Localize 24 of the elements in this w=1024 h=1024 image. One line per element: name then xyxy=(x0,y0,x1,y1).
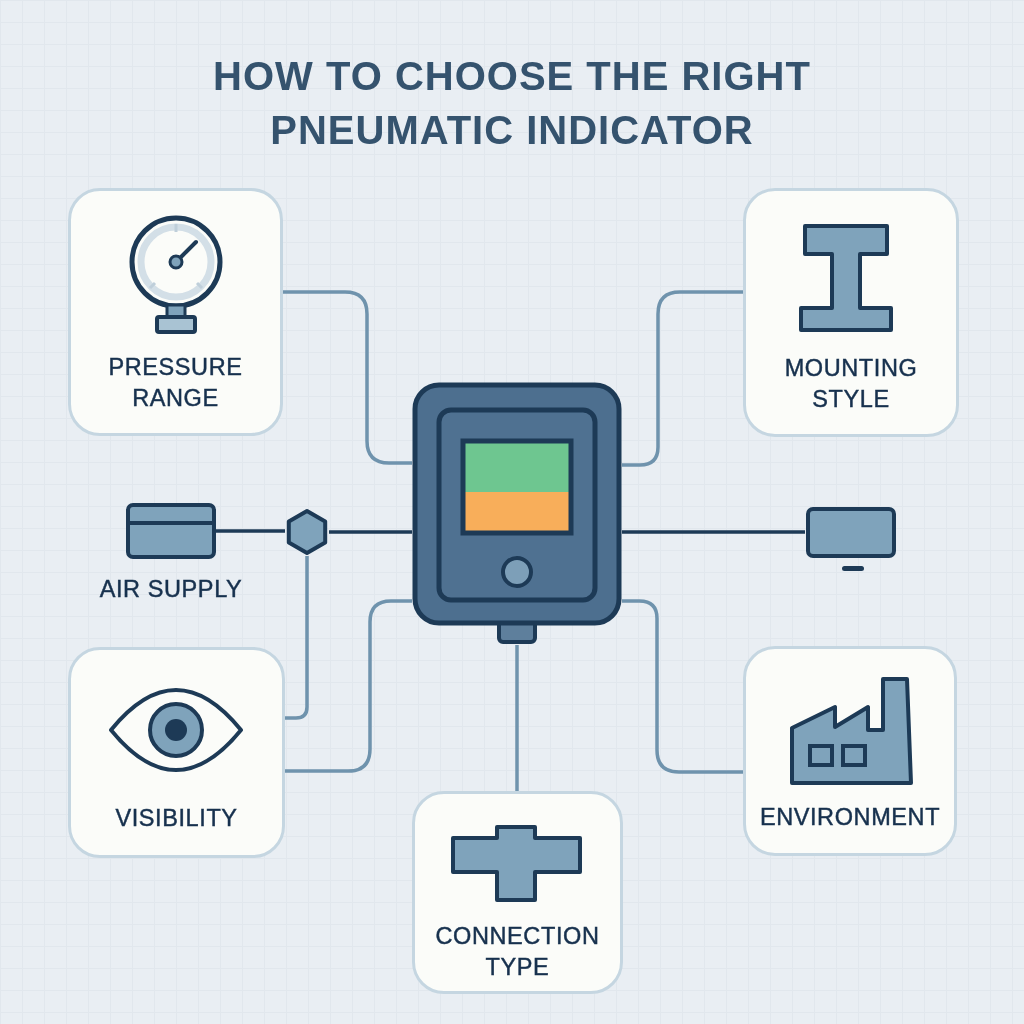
factor-card xyxy=(68,188,283,436)
factor-card xyxy=(743,646,957,856)
node-label: AIR SUPPLY xyxy=(99,574,243,604)
factor-label: MOUNTING STYLE xyxy=(784,353,918,414)
factor-card xyxy=(743,188,959,437)
factor-label: CONNECTION TYPE xyxy=(435,921,600,982)
connector-line xyxy=(622,290,743,467)
display-box xyxy=(805,506,897,572)
factor-label: PRESSURE RANGE xyxy=(107,352,244,413)
connector-line xyxy=(285,599,412,773)
connector-line xyxy=(622,530,805,534)
factor-label: ENVIRONMENT xyxy=(759,802,941,832)
factor-card xyxy=(412,791,623,994)
indicator-device-illustration xyxy=(412,382,622,645)
connector-line xyxy=(622,599,743,774)
connector-line xyxy=(515,645,519,791)
connector-line xyxy=(283,290,412,465)
title: HOW TO CHOOSE THE RIGHT PNEUMATIC INDICATOR xyxy=(212,53,812,154)
connector-line xyxy=(285,556,309,720)
connector-line xyxy=(216,529,285,533)
factor-label: VISIBILITY xyxy=(114,803,239,833)
factor-card xyxy=(68,647,285,858)
hexagon-junction xyxy=(285,508,329,556)
connector-line xyxy=(329,530,412,534)
